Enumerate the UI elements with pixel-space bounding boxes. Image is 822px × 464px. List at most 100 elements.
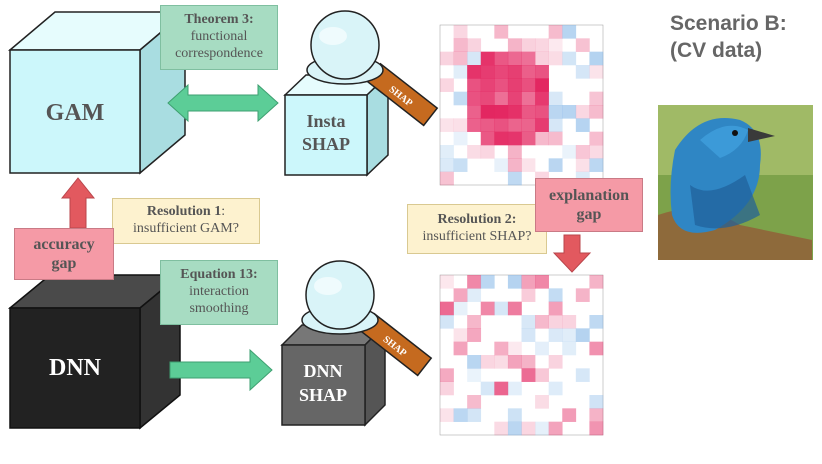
equation-callout: Equation 13: interaction smoothing [160,260,278,325]
heatmap-cell [467,275,482,289]
heatmap-cell [507,158,522,172]
heatmap-cell [548,131,563,146]
double-arrow-icon [167,83,279,123]
heatmap-cell [507,355,522,369]
heatmap-cell [562,328,577,342]
up-arrow-icon [60,177,96,229]
scenario-heading: Scenario B: (CV data) [670,10,787,65]
heatmap-cell [453,341,468,356]
heatmap-cell [548,158,563,172]
heatmap-cell [521,315,536,329]
heatmap-cell [535,91,549,106]
heatmap-cell [480,131,495,146]
heatmap-cell [521,105,536,119]
heatmap-cell [494,78,509,92]
heatmap-cell [535,118,549,132]
equation-line1: interaction [189,284,249,300]
heatmap-cell [467,355,482,369]
heatmap-cell [453,25,468,39]
heatmap-cell [575,118,590,132]
heatmap-cell [440,118,454,132]
dnn-cube: DNN [7,273,183,430]
heatmap-cell [507,341,522,356]
heatmap-cell [494,381,509,396]
heatmap-cell [453,91,468,106]
heatmap-cell [589,131,604,146]
heatmap-cell [480,51,495,66]
heatmap-cell [575,328,590,342]
heatmap-cell [535,421,549,436]
heatmap-cell [453,118,468,132]
heatmap-cell [535,131,549,146]
heatmap-cell [467,315,482,329]
heatmap-cell [548,25,563,39]
heatmap-cell [440,408,454,422]
magnifier-icon: SHAP [306,10,439,127]
heatmap-cell [507,51,522,66]
heatmap-cell [440,145,454,159]
dnn-shap-label-line1: DNN [304,361,343,381]
insta-shap-heatmap [439,24,604,186]
heatmap-cell [494,25,509,39]
heatmap-cell [548,288,563,302]
down-arrow-icon [552,234,592,273]
heatmap-cell [467,78,482,92]
heatmap-cell [575,158,590,172]
heatmap-cell [507,38,522,52]
heatmap-cell [521,355,536,369]
heatmap-cell [494,158,509,172]
heatmap-cell [589,421,604,436]
theorem-line1: functional [190,29,248,45]
heatmap-cell [535,105,549,119]
heatmap-cell [467,408,482,422]
scenario-line1: Scenario B: [670,12,787,35]
heatmap-cell [467,328,482,342]
heatmap-cell [507,408,522,422]
heatmap-cell [467,368,482,382]
heatmap-cell [548,38,563,52]
heatmap-cell [440,315,454,329]
heatmap-cell [521,158,536,172]
heatmap-cell [480,105,495,119]
theorem-title: Theorem 3: [184,12,254,28]
accuracy-gap-line1: accuracy [33,235,95,253]
heatmap-cell [494,51,509,66]
heatmap-cell [562,105,577,119]
dnn-shap-label-line2: SHAP [299,385,347,405]
heatmap-cell [589,341,604,356]
heatmap-cell [521,38,536,52]
heatmap-cell [535,38,549,52]
heatmap-cell [507,78,522,92]
heatmap-cell [521,275,536,289]
dnn-label: DNN [49,355,102,381]
heatmap-cell [562,25,577,39]
heatmap-cell [562,408,577,422]
heatmap-cell [507,171,522,186]
heatmap-cell [521,131,536,146]
heatmap-cell [535,368,549,382]
magnifier-icon: SHAP [301,260,433,377]
heatmap-cell [480,118,495,132]
heatmap-cell [562,341,577,356]
heatmap-cell [480,275,495,289]
heatmap-cell [548,381,563,396]
heatmap-cell [521,51,536,66]
heatmap-cell [467,145,482,159]
heatmap-cell [521,65,536,79]
heatmap-cell [535,65,549,79]
heatmap-cell [494,105,509,119]
heatmap-cell [589,65,604,79]
heatmap-cell [521,328,536,342]
heatmap-cell [575,368,590,382]
heatmap-cell [589,408,604,422]
heatmap-cell [440,51,454,66]
heatmap-cell [507,65,522,79]
heatmap-cell [480,355,495,369]
heatmap-cell [467,91,482,106]
heatmap-cell [453,328,468,342]
accuracy-gap-callout: accuracy gap [14,228,114,280]
heatmap-cell [521,368,536,382]
heatmap-cell [453,301,468,316]
heatmap-cell [480,301,495,316]
heatmap-cell [467,118,482,132]
